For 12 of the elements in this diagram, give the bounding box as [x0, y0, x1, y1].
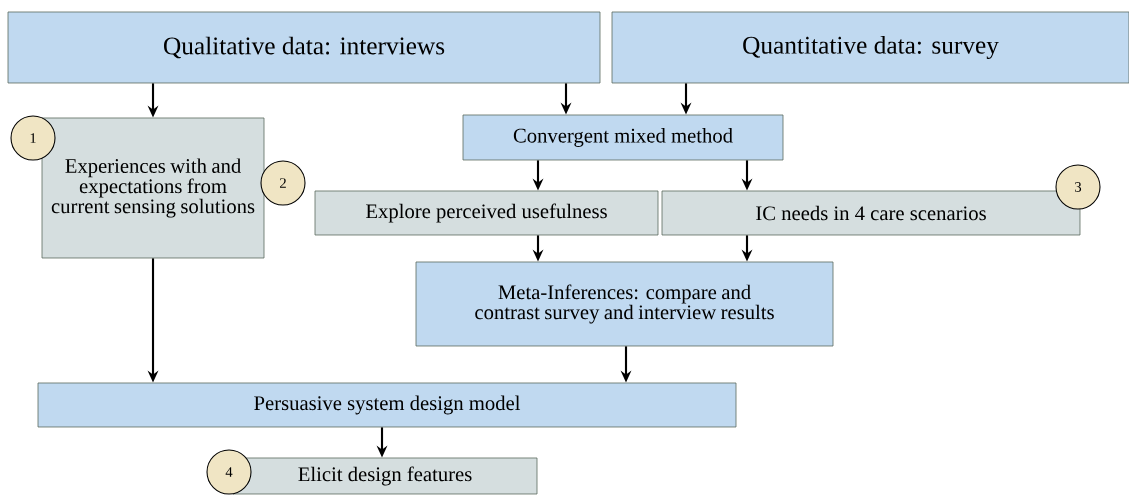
- step-box: Elicit design features: [232, 457, 538, 495]
- process-box: Convergent mixed method: [462, 114, 784, 161]
- callout-number: 3: [1055, 164, 1101, 210]
- step-box: Explore perceived usefulness: [314, 190, 659, 236]
- process-box: Qualitative data: interviews: [7, 11, 601, 84]
- step-box: Experiences with and expectations from current sensing solutions: [41, 117, 265, 259]
- callout-number: 1: [10, 115, 56, 161]
- callout-number: 4: [206, 449, 252, 495]
- process-box: Persuasive system design model: [37, 382, 737, 428]
- process-box: Meta-Inferences: compare and contrast survey and interview results: [415, 261, 834, 347]
- process-box: Quantitative data: survey: [611, 11, 1129, 84]
- callout-number: 2: [260, 160, 306, 206]
